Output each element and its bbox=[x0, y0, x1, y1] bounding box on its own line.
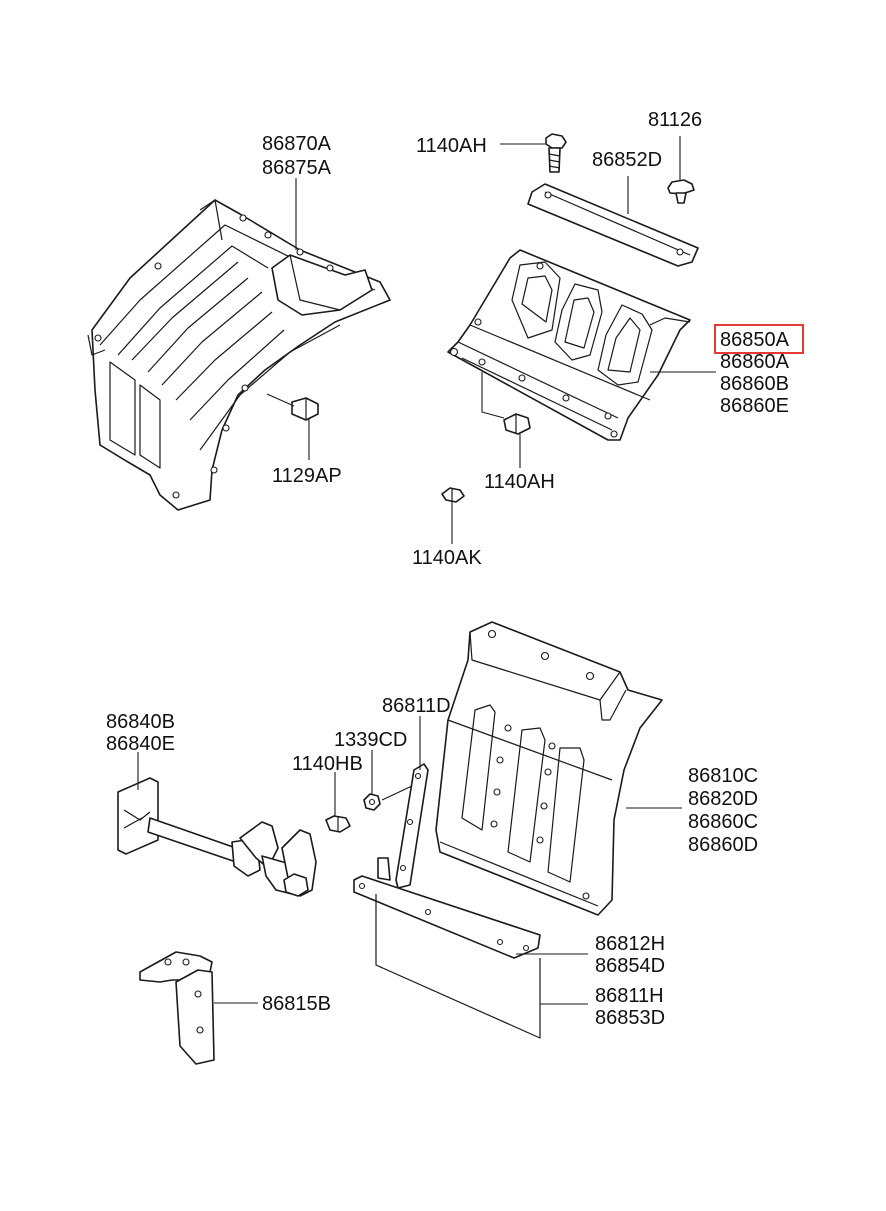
label-86811D: 86811D bbox=[382, 695, 451, 717]
label-1140AH-mid: 1140AH bbox=[484, 471, 555, 493]
label-1339CD: 1339CD bbox=[334, 729, 407, 751]
mud-guard-86810C[interactable] bbox=[435, 621, 663, 916]
label-86812H: 86812H bbox=[595, 933, 665, 955]
bolt-1140ak[interactable] bbox=[441, 487, 465, 503]
label-86860C: 86860C bbox=[688, 811, 758, 833]
skid-plate-86850A[interactable] bbox=[447, 249, 691, 441]
label-1140AK: 1140AK bbox=[412, 547, 482, 569]
label-81126: 81126 bbox=[648, 109, 702, 131]
label-86870A: 86870A bbox=[262, 133, 332, 155]
strip-86852D[interactable] bbox=[527, 183, 699, 267]
nut-1339cd[interactable] bbox=[363, 793, 381, 811]
label-86811H: 86811H bbox=[595, 985, 664, 1007]
label-86810C: 86810C bbox=[688, 765, 758, 787]
bracket-86811D[interactable] bbox=[395, 763, 429, 889]
bolt-1140hb[interactable] bbox=[325, 815, 351, 833]
label-86815B: 86815B bbox=[262, 993, 331, 1015]
label-86860E: 86860E bbox=[720, 395, 789, 417]
clip-81126[interactable] bbox=[667, 179, 695, 204]
label-1140AH-top: 1140AH bbox=[416, 135, 487, 157]
label-86850A[interactable]: 86850A bbox=[720, 329, 790, 351]
label-86854D: 86854D bbox=[595, 955, 665, 977]
wheelhouse-panel[interactable] bbox=[87, 199, 391, 511]
plate-86812H[interactable] bbox=[353, 857, 541, 959]
label-1140HB: 1140HB bbox=[292, 753, 363, 775]
label-86860D: 86860D bbox=[688, 834, 758, 856]
label-86852D: 86852D bbox=[592, 149, 662, 171]
label-86875A: 86875A bbox=[262, 157, 332, 179]
label-86840E: 86840E bbox=[106, 733, 175, 755]
label-86860A: 86860A bbox=[720, 351, 790, 373]
bolt-1129ap[interactable] bbox=[291, 397, 319, 421]
bracket-86815B[interactable] bbox=[139, 951, 215, 1065]
flap-86811H[interactable] bbox=[375, 894, 541, 1039]
label-86853D: 86853D bbox=[595, 1007, 665, 1029]
bolt-1140ah-top[interactable] bbox=[545, 133, 567, 173]
carrier-86840B[interactable] bbox=[117, 777, 317, 897]
bolt-1140ah-mid[interactable] bbox=[503, 413, 531, 435]
label-86820D: 86820D bbox=[688, 788, 758, 810]
label-1129AP: 1129AP bbox=[272, 465, 342, 487]
label-86860B: 86860B bbox=[720, 373, 789, 395]
highlight-box-86850A bbox=[714, 324, 804, 354]
label-86840B: 86840B bbox=[106, 711, 175, 733]
